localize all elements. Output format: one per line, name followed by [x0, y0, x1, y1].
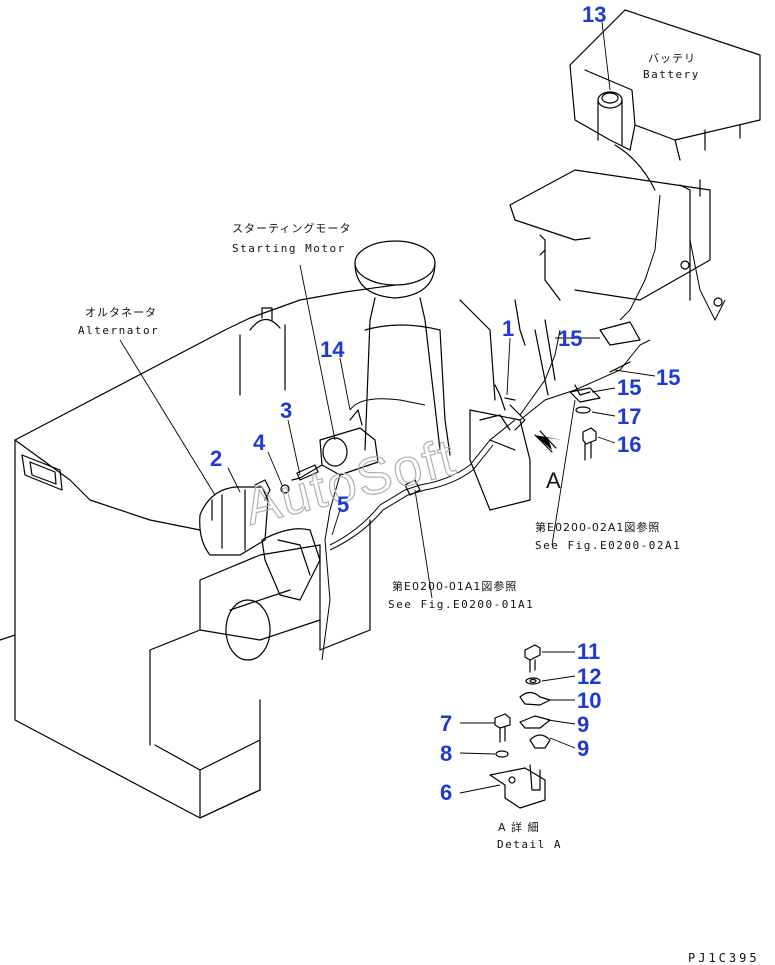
callout-17: 17 [617, 404, 641, 429]
ref2-label-jp: 第E0200-01A1図参照 [392, 579, 517, 593]
battery-label-jp: バッテリ [648, 52, 696, 65]
view-arrow [534, 430, 562, 453]
starting-motor-drawing [280, 398, 426, 661]
callout-1: 1 [502, 316, 514, 341]
callout-6: 6 [440, 780, 452, 805]
callout-10: 10 [577, 688, 601, 713]
detail-label-jp: A 詳 細 [498, 820, 540, 834]
ref2-label-en: See Fig.E0200-01A1 [388, 598, 534, 611]
callout-9b: 9 [577, 736, 589, 761]
battery-relay [469, 299, 651, 511]
callout-4: 4 [253, 430, 266, 455]
battery-label-en: Battery [643, 68, 700, 81]
harness [329, 419, 516, 551]
battery [509, 9, 761, 322]
detail-a-parts [489, 387, 601, 809]
starter-label-jp: スターティングモータ [232, 221, 351, 235]
view-letter: A [546, 468, 561, 493]
callout-14: 14 [320, 337, 345, 362]
callout-11: 11 [577, 639, 600, 664]
ref1-label-jp: 第E0200-02A1図参照 [535, 520, 660, 534]
callout-13: 13 [582, 2, 606, 27]
callout-9a: 9 [577, 712, 589, 737]
callout-5: 5 [337, 492, 349, 517]
callout-3: 3 [280, 398, 292, 423]
leader-lines [119, 21, 656, 794]
detail-label-en: Detail A [497, 838, 562, 851]
engine-frame [0, 284, 396, 819]
alternator-drawing [199, 479, 321, 601]
callout-16: 16 [617, 432, 641, 457]
alternator-label-jp: オルタネータ [85, 306, 157, 319]
starter-label-en: Starting Motor [232, 242, 346, 255]
callout-2: 2 [210, 446, 222, 471]
drawing-code: PJ1C395 [688, 951, 760, 965]
alternator-label-en: Alternator [78, 324, 159, 337]
callout-12: 12 [577, 664, 601, 689]
callout-7: 7 [440, 711, 452, 736]
callout-8: 8 [440, 741, 452, 766]
air-cleaner [354, 240, 496, 456]
watermark: AutoSoft [239, 428, 462, 536]
callout-15b: 15 [656, 365, 680, 390]
callout-15a: 15 [558, 326, 582, 351]
ref1-label-en: See Fig.E0200-02A1 [535, 539, 681, 552]
callout-15c: 15 [617, 375, 641, 400]
